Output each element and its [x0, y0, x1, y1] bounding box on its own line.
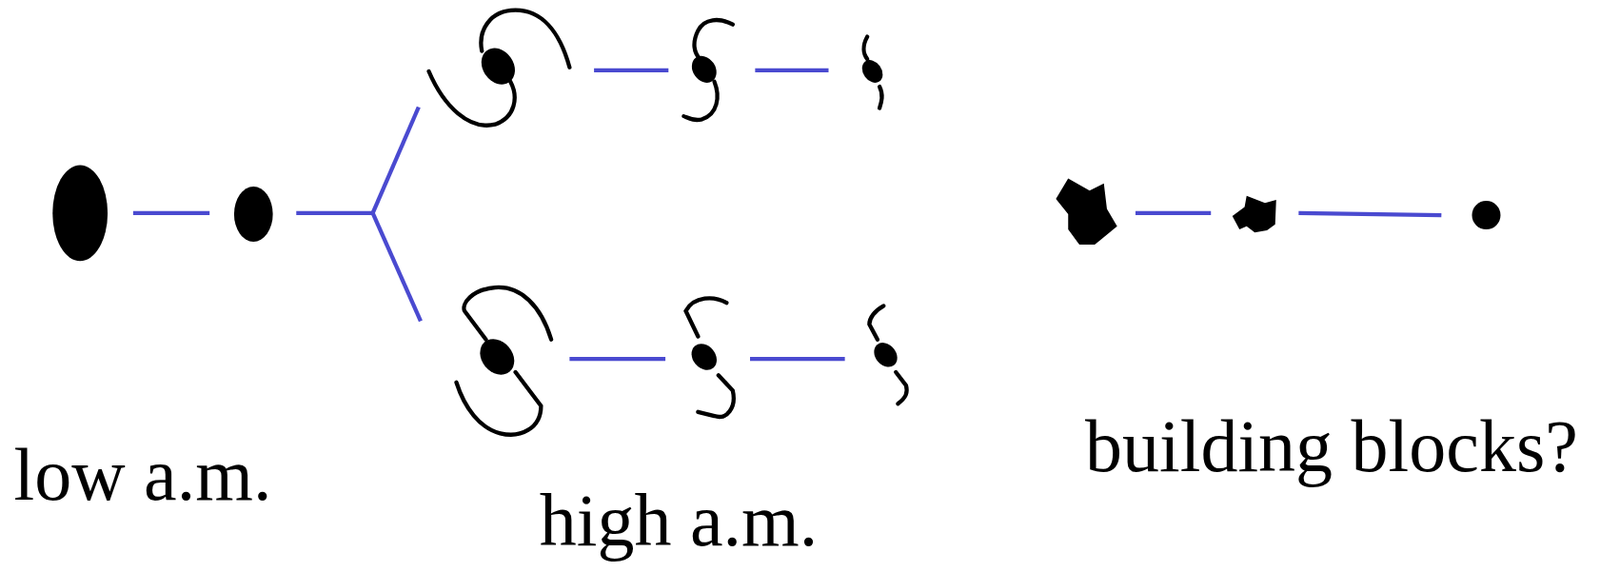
- spiral-cores: [473, 41, 903, 382]
- caption-label: building blocks?: [1085, 409, 1579, 484]
- high-am-spirals: [429, 10, 908, 435]
- caption-label: low a.m.: [14, 437, 273, 513]
- low-am-shapes: [52, 165, 273, 262]
- building-block-shapes: [1055, 177, 1501, 245]
- caption-label: high a.m.: [539, 483, 818, 558]
- blue-lines: [133, 70, 1442, 359]
